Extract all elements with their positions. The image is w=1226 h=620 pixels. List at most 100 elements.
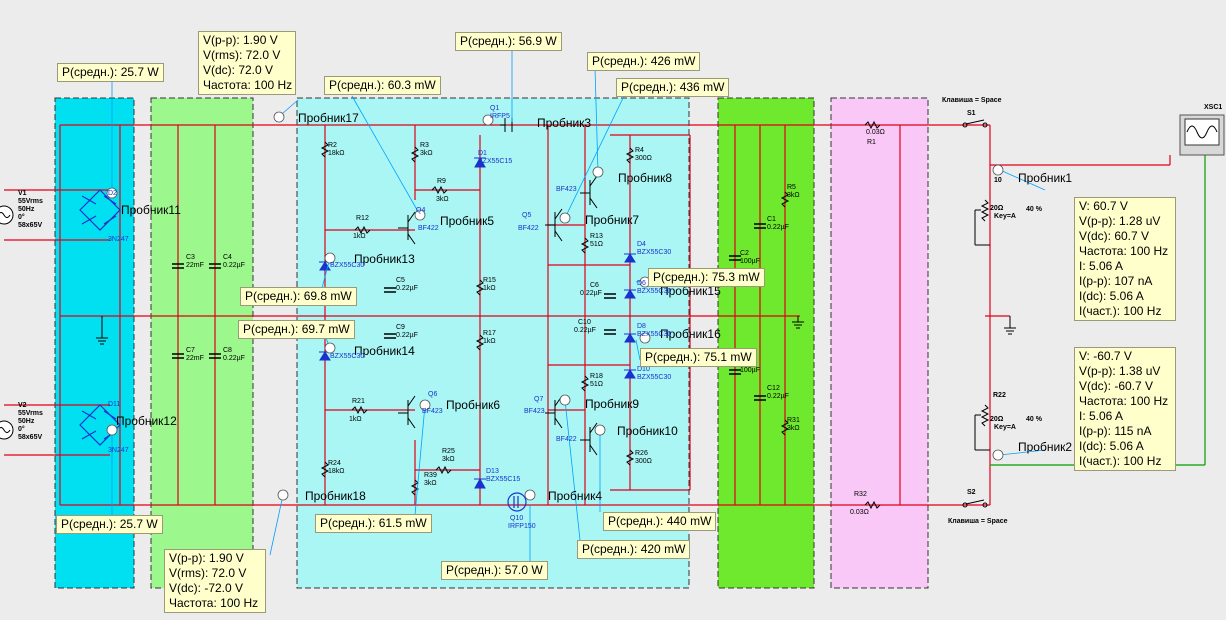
probe12-label: Пробник12 [116, 414, 177, 428]
q7-label: Q7 [534, 396, 544, 403]
r21-label: R21 [352, 398, 365, 405]
block-amplifier[interactable] [296, 97, 690, 589]
probe17-label: Пробник17 [298, 111, 359, 125]
resistor-symbols [320, 120, 881, 510]
tooltip-power-w2: P(средн.): 426 mW [587, 52, 701, 71]
mosfet-q10[interactable] [507, 492, 527, 512]
tooltip-power-q6: P(средн.): 61.5 mW [315, 514, 432, 533]
potentiometer-r22[interactable] [974, 404, 990, 451]
block-shunt[interactable] [830, 97, 929, 589]
probe1-label: Пробник1 [1018, 171, 1073, 185]
tooltip-power-d9: P(средн.): 69.7 mW [238, 320, 355, 339]
q3-model: BF423 [556, 186, 577, 193]
c11-label: 100µF [740, 367, 760, 374]
s1-label: S1 [967, 110, 976, 117]
tooltip-power-w8: P(средн.): 440 mW [603, 512, 717, 531]
probe11-label: Пробник11 [121, 203, 181, 217]
tooltip-power-d6: P(средн.): 75.3 mW [648, 268, 765, 287]
tooltip-power-q5: P(средн.): 436 mW [616, 78, 730, 97]
block-rectifier[interactable] [54, 97, 135, 589]
switch-s2[interactable] [962, 499, 988, 508]
probe4-label: Пробник4 [548, 489, 603, 503]
block-filter[interactable] [150, 97, 254, 589]
q4-model: BF422 [418, 225, 439, 232]
q7-model: BF423 [524, 408, 545, 415]
r22-label: R22 [993, 392, 1006, 399]
r22-percent: 40 % [1026, 416, 1042, 423]
probe3-label: Пробник3 [537, 116, 592, 130]
ac-source-v2[interactable] [0, 420, 14, 440]
ground-symbol-left [96, 316, 108, 345]
tooltip-power-q1: P(средн.): 56.9 W [455, 32, 562, 51]
tooltip-power-d11: P(средн.): 25.7 W [56, 515, 163, 534]
s2-key-label: Клавиша = Space [948, 518, 1008, 525]
r1-label: R1 [867, 139, 876, 146]
q5-label: Q5 [522, 212, 532, 219]
q8-model: BF422 [556, 436, 577, 443]
r32-label: R32 [854, 491, 867, 498]
probe7-label: Пробник7 [585, 213, 640, 227]
tooltip-power-d8: P(средн.): 75.1 mW [640, 348, 757, 367]
r32-value: 0.03Ω [850, 509, 869, 516]
tooltip-power-q7: P(средн.): 420 mW [577, 540, 691, 559]
r10-label: 10 [994, 177, 1002, 184]
xsc1-label: XSC1 [1204, 104, 1223, 111]
oscilloscope-xsc1[interactable] [1179, 114, 1225, 156]
probe18-label: Пробник18 [305, 489, 366, 503]
switch-s1[interactable] [962, 119, 988, 128]
tooltip-power-d2: P(средн.): 25.7 W [57, 63, 164, 82]
d11-model: 3N247 [108, 447, 129, 454]
s2-label: S2 [967, 489, 976, 496]
capacitor-symbols [172, 223, 766, 401]
bridge-rectifier-d2[interactable] [79, 189, 121, 231]
q4-label: Q4 [416, 207, 426, 214]
probe9-label: Пробник9 [585, 397, 640, 411]
block-output-filter[interactable] [717, 97, 815, 589]
probe16-label: Пробник16 [660, 327, 721, 341]
probe8-label: Пробник8 [618, 171, 673, 185]
r12-label: R12 [356, 215, 369, 222]
tooltip-power-d5: P(средн.): 69.8 mW [240, 287, 357, 306]
probe15-label: Пробник15 [660, 284, 721, 298]
s1-key-label: Клавиша = Space [942, 97, 1002, 104]
d9-label: BZX55C30 [330, 353, 365, 360]
q5-model: BF422 [518, 225, 539, 232]
ac-source-v1[interactable] [0, 205, 14, 225]
probe13-label: Пробник13 [354, 252, 415, 266]
potentiometer-r10[interactable] [974, 199, 990, 246]
probe14-label: Пробник14 [354, 344, 415, 358]
